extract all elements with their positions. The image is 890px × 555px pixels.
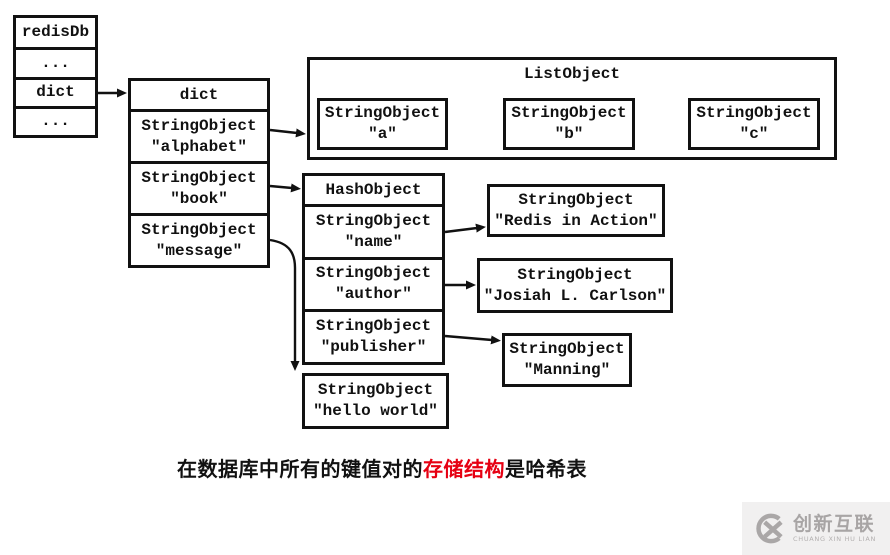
hello-world-box: StringObject "hello world" [302, 373, 449, 429]
listitem-c-value: "c" [739, 125, 769, 143]
redisdb-dict-cell: dict [16, 76, 95, 106]
redisdb-dots-top: ... [16, 47, 95, 76]
hash-author-value: "author" [335, 285, 412, 304]
listitem-c-type: StringObject [696, 104, 812, 122]
watermark-subtitle: CHUANG XIN HU LIAN [793, 535, 877, 543]
arrow-book-to-hashobject [269, 183, 301, 193]
redis-in-action-type: StringObject [518, 190, 634, 209]
hash-row-name: StringObject "name" [305, 204, 442, 257]
dict-box: dict StringObject "alphabet" StringObjec… [128, 78, 270, 268]
caption-suffix: 是哈希表 [505, 457, 587, 481]
manning-type: StringObject [509, 340, 625, 358]
hash-publisher-type: StringObject [315, 317, 432, 336]
manning-box: StringObject "Manning" [502, 333, 632, 387]
dict-header: dict [179, 85, 219, 104]
hash-row-author: StringObject "author" [305, 256, 442, 310]
hello-world-value: "hello world" [313, 402, 438, 420]
listitem-c-box: StringObject "c" [688, 98, 820, 150]
redis-in-action-box: StringObject "Redis in Action" [487, 184, 665, 237]
listitem-a-type: StringObject [324, 104, 441, 122]
hashobject-header: HashObject [325, 180, 422, 199]
listitem-b-value: "b" [554, 125, 584, 143]
josiah-carlson-type: StringObject [517, 265, 633, 284]
hash-author-type: StringObject [315, 264, 432, 283]
arrow-name-to-redisinaction [444, 223, 486, 234]
redis-in-action-value: "Redis in Action" [494, 211, 658, 230]
dict-message-value: "message" [155, 241, 243, 260]
redisdb-header: redisDb [21, 23, 90, 42]
listitem-b-type: StringObject [511, 104, 627, 122]
dict-book-value: "book" [170, 189, 228, 208]
redisdb-dots-bottom: ... [16, 105, 95, 135]
hash-row-publisher: StringObject "publisher" [305, 309, 442, 362]
dict-alphabet-type: StringObject [141, 116, 257, 135]
manning-value: "Manning" [523, 361, 611, 379]
hash-publisher-value: "publisher" [320, 338, 427, 357]
dict-row-alphabet: StringObject "alphabet" [131, 109, 267, 161]
listitem-a-box: StringObject "a" [317, 98, 448, 150]
cx-logo-icon [756, 513, 783, 544]
arrow-publisher-to-manning [444, 334, 501, 345]
arrow-alphabet-to-listobject [269, 128, 306, 138]
josiah-carlson-value: "Josiah L. Carlson" [483, 286, 667, 305]
caption-prefix: 在数据库中所有的键值对的 [177, 457, 423, 481]
hashobject-box: HashObject StringObject "name" StringObj… [302, 173, 445, 365]
caption-text: 在数据库中所有的键值对的存储结构是哈希表 [177, 453, 587, 482]
arrow-message-to-helloworld [269, 238, 300, 371]
listobject-title: ListObject [523, 65, 620, 83]
listitem-a-value: "a" [368, 125, 397, 143]
dict-row-message: StringObject "message" [131, 213, 267, 265]
watermark-panel: 创新互联 CHUANG XIN HU LIAN [742, 502, 890, 555]
redisdb-box: redisDb ... dict ... [13, 15, 98, 138]
watermark-brand: 创新互联 [793, 513, 876, 535]
caption-highlight: 存储结构 [423, 457, 505, 481]
watermark-text: 创新互联 CHUANG XIN HU LIAN [793, 513, 877, 544]
dict-row-book: StringObject "book" [131, 161, 267, 213]
hash-name-value: "name" [344, 232, 403, 251]
dict-book-type: StringObject [141, 168, 257, 187]
listitem-b-box: StringObject "b" [503, 98, 635, 150]
josiah-carlson-box: StringObject "Josiah L. Carlson" [477, 258, 673, 313]
dict-message-type: StringObject [141, 220, 257, 239]
dict-alphabet-value: "alphabet" [150, 137, 247, 156]
hash-name-type: StringObject [315, 211, 432, 230]
hello-world-type: StringObject [317, 381, 434, 399]
